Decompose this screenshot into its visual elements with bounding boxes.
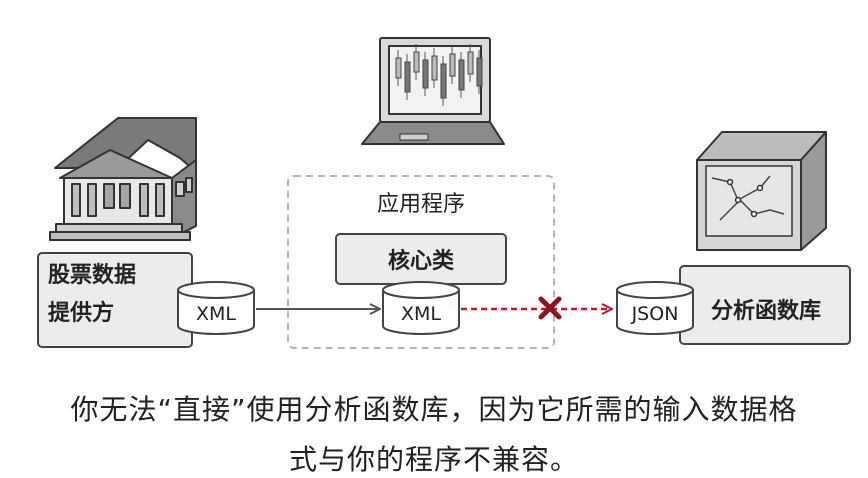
application-group (287, 175, 555, 349)
core-class-label: 核心类 (388, 248, 455, 274)
library-json-db-icon (616, 281, 694, 335)
library-format: JSON (631, 303, 679, 325)
library-label: 分析函数库 (711, 298, 821, 324)
caption-line-2: 式与你的程序不兼容。 (288, 443, 579, 476)
laptop-chart-icon (361, 37, 505, 145)
provider-format: XML (196, 303, 236, 325)
caption-line-1: 你无法“直接”使用分析函数库，因为它所需的输入数据格 (70, 393, 798, 426)
bank-building-icon (49, 117, 197, 241)
provider-label-line1: 股票数据 (48, 262, 136, 288)
provider-label-line2: 提供方 (48, 300, 114, 326)
provider-xml-db-icon (177, 281, 255, 335)
library-package-icon (696, 131, 827, 251)
app-xml-db-icon (382, 281, 460, 335)
candlestick-chart-icon (395, 44, 483, 106)
cross-icon (538, 296, 562, 320)
app-format: XML (401, 303, 441, 325)
application-label: 应用程序 (377, 192, 465, 217)
